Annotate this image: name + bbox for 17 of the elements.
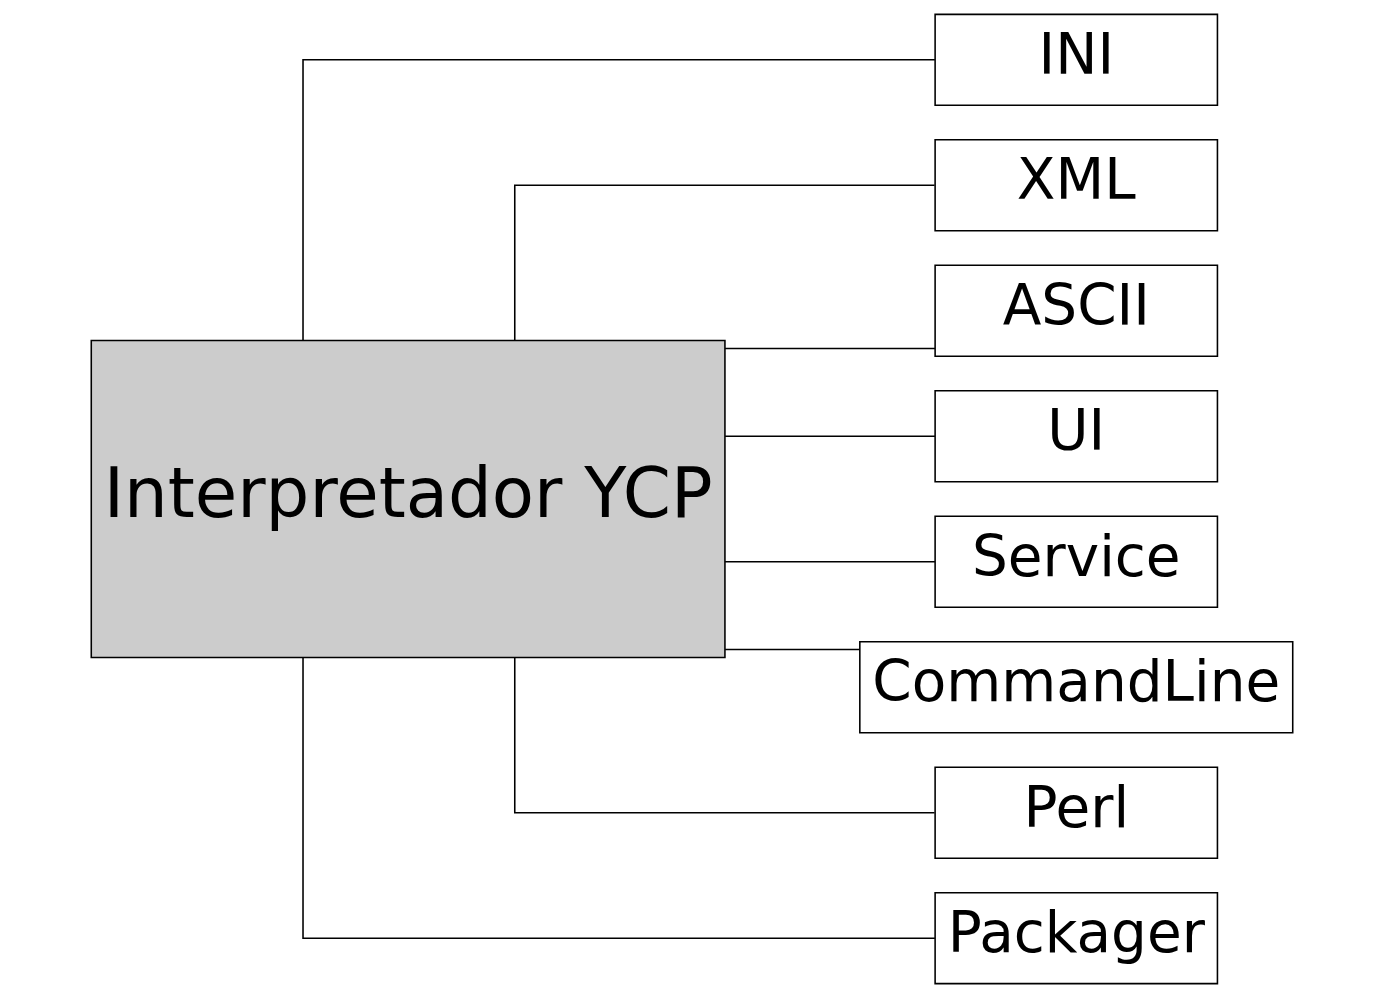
connector	[724, 347, 936, 350]
connector	[513, 656, 936, 814]
connector	[302, 656, 936, 939]
node-box: Perl	[934, 766, 1219, 859]
connector	[724, 648, 861, 651]
connector	[302, 59, 936, 342]
node-box: Service	[934, 515, 1219, 608]
connector	[724, 560, 936, 563]
node-box: UI	[934, 390, 1219, 483]
node-box: CommandLine	[859, 640, 1294, 734]
node-box: XML	[934, 139, 1219, 232]
node-box: INI	[934, 13, 1219, 107]
node-box: Interpretador YCP	[90, 339, 726, 659]
connector	[724, 435, 936, 438]
node-box: ASCII	[934, 264, 1219, 358]
connector	[513, 184, 936, 342]
node-box: Packager	[934, 891, 1219, 985]
